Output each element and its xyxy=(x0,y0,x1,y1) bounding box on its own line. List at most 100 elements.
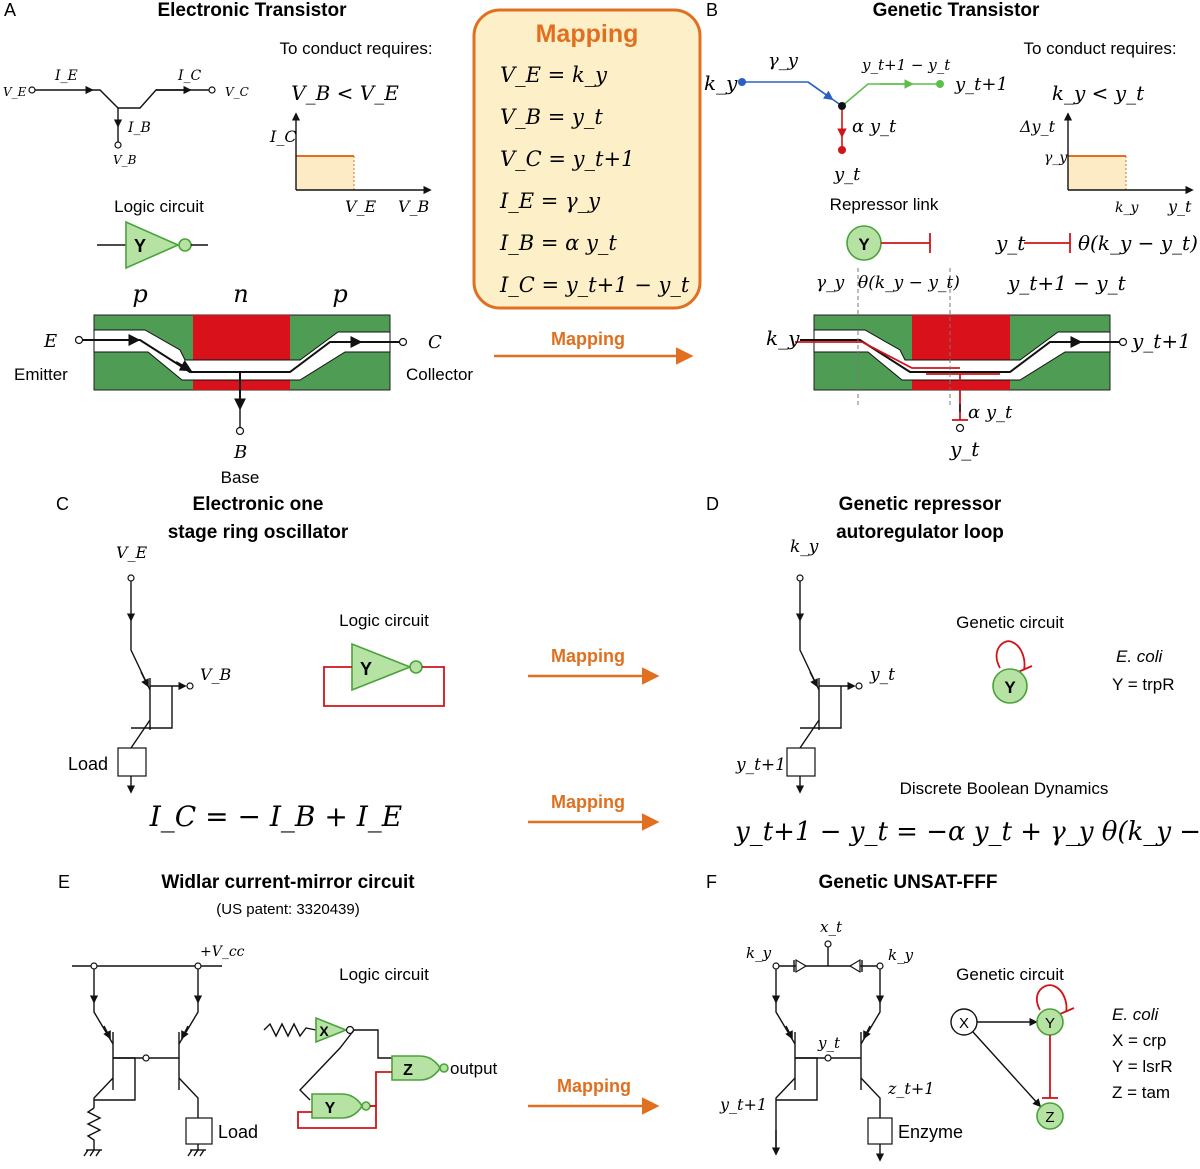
d-equation: y_t+1 − y_t = −α y_t + γ_y θ(k_y − y_t) xyxy=(734,817,1200,847)
mapping-row-5: I_B = α y_t xyxy=(499,231,617,255)
panel-c-title-2: stage ring oscillator xyxy=(168,522,349,543)
f-organism: E. coli xyxy=(1112,1005,1160,1024)
c-ve: V_E xyxy=(116,543,148,562)
schematic-diff: y_t+1 − y_t xyxy=(861,56,951,74)
panel-c: C Electronic one stage ring oscillator V… xyxy=(56,494,660,833)
e-load: Load xyxy=(218,1122,258,1142)
repress-right: θ(k_y − y_t) xyxy=(1078,231,1198,255)
f-zt1: z_t+1 xyxy=(887,1079,934,1098)
panel-a-not-gate: Y xyxy=(97,220,208,270)
emitter-label: Emitter xyxy=(14,365,68,384)
panel-a-step-plot: I_C V_E V_B xyxy=(269,112,432,216)
schematic-ib: I_B xyxy=(127,120,151,136)
f-map-z: Z = tam xyxy=(1112,1083,1170,1102)
panel-a-condition: V_B < V_E xyxy=(291,81,399,105)
plot-a-ylabel: I_C xyxy=(269,127,297,146)
genetic-transistor-schematic: k_y γ_y y_t+1 − y_t y_t+1 α y_t y_t xyxy=(704,50,1008,185)
panel-b-step-plot: Δy_t γ_y k_y y_t xyxy=(1019,112,1194,216)
collector-label: Collector xyxy=(406,365,473,384)
schematic-ie: I_E xyxy=(54,68,78,84)
device-theta: θ(k_y − y_t) xyxy=(858,273,960,293)
e-output: output xyxy=(450,1059,498,1078)
terminal-b: B xyxy=(233,442,247,463)
panel-d: D Genetic repressor autoregulator loop k… xyxy=(706,494,1200,847)
genetic-device: γ_y θ(k_y − y_t) k_y y_t+1 α y_t y_t xyxy=(766,268,1191,461)
region-p2: p xyxy=(332,280,347,308)
repressor-label: Repressor link xyxy=(830,195,939,214)
e-gate-x: X xyxy=(319,1023,329,1039)
f-map-y: Y = lsrR xyxy=(1112,1057,1173,1076)
pnp-schematic: V_E V_C I_E I_C I_B V_B xyxy=(3,68,249,167)
panel-c-ring-gate: Y xyxy=(323,642,445,707)
d-dynamics-label: Discrete Boolean Dynamics xyxy=(900,779,1109,798)
panel-letter-e: E xyxy=(58,872,70,892)
plot-a-tick: V_E xyxy=(345,197,377,216)
mapping-arrow-label-c2: Mapping xyxy=(551,792,625,812)
panel-a-title: Electronic Transistor xyxy=(157,0,347,21)
mapping-box: Mapping V_E = k_y V_B = y_t V_C = y_t+1 … xyxy=(472,8,702,365)
panel-d-title-2: autoregulator loop xyxy=(836,522,1004,543)
repress-left: y_t xyxy=(995,231,1026,255)
mapping-row-1: V_E = k_y xyxy=(500,63,608,87)
mapping-title: Mapping xyxy=(536,20,639,48)
f-node-z: Z xyxy=(1045,1109,1054,1126)
schematic-gamma: γ_y xyxy=(768,50,799,71)
c-gate-letter: Y xyxy=(360,659,372,679)
ring-oscillator-schematic: V_E V_B Load xyxy=(68,543,232,794)
f-ky-right: k_y xyxy=(888,946,914,964)
schematic-yt: y_t xyxy=(833,164,861,185)
plot-fill xyxy=(296,156,354,190)
panel-e-title: Widlar current-mirror circuit xyxy=(161,872,415,893)
plot-b-level: γ_y xyxy=(1044,150,1068,166)
d-organism: E. coli xyxy=(1116,647,1164,666)
d-ky: k_y xyxy=(790,537,819,557)
plot-b-xlabel: y_t xyxy=(1167,197,1192,216)
repress-relation: y_t θ(k_y − y_t) y_t+1 − y_t xyxy=(995,231,1198,295)
f-map-x: X = crp xyxy=(1112,1031,1166,1050)
panel-d-title-1: Genetic repressor xyxy=(839,494,1002,515)
repressor-node: Y xyxy=(846,225,931,261)
device-yt: y_t xyxy=(949,437,980,461)
panel-b-condition: k_y < y_t xyxy=(1052,81,1145,105)
schematic-ic: I_C xyxy=(177,68,202,84)
mapping-row-3: V_C = y_t+1 xyxy=(500,147,634,171)
mapping-row-6: I_C = y_t+1 − y_t xyxy=(499,273,690,297)
mapping-arrow-label-top: Mapping xyxy=(551,329,625,349)
pnp-device: p n p E C B Emitter Collector Base xyxy=(14,280,473,487)
autoregulator-schematic: k_y y_t y_t+1 xyxy=(735,537,895,794)
d-gene-map: Y = trpR xyxy=(1112,675,1175,694)
panel-b-title: Genetic Transistor xyxy=(873,0,1040,21)
f-feedforward-network: X Y Z xyxy=(950,984,1075,1130)
mapping-arrow-label-e: Mapping xyxy=(557,1076,631,1096)
panel-e: E Widlar current-mirror circuit (US pate… xyxy=(58,872,660,1157)
e-logic-circuit: X Z output Y xyxy=(263,1016,498,1129)
panel-letter-f: F xyxy=(706,872,717,892)
schematic-vc: V_C xyxy=(225,85,249,99)
c-load: Load xyxy=(68,754,108,774)
schematic-vb: V_B xyxy=(113,153,137,167)
widlar-schematic: +V_cc Load xyxy=(72,944,258,1157)
unsat-fff-schematic: x_t k_y k_y y_t xyxy=(719,918,963,1162)
plot-b-ylabel: Δy_t xyxy=(1019,117,1056,136)
panel-a-conduct-heading: To conduct requires: xyxy=(279,39,432,58)
panel-a-logic-label: Logic circuit xyxy=(114,197,204,216)
panel-f: F Genetic UNSAT-FFF x_t k_y k_y y xyxy=(706,872,1173,1162)
d-yt: y_t xyxy=(869,665,895,685)
panel-b: B Genetic Transistor k_y γ_y y_t+1 − y_t… xyxy=(704,0,1198,461)
schematic-ky: k_y xyxy=(704,71,738,95)
d-yt1: y_t+1 xyxy=(735,755,786,775)
schematic-out: y_t+1 xyxy=(954,74,1008,95)
region-n: n xyxy=(233,280,248,308)
repress-bottom: y_t+1 − y_t xyxy=(1007,271,1127,295)
panel-c-title-1: Electronic one xyxy=(193,494,324,515)
panel-letter-c: C xyxy=(56,494,69,514)
terminal-c: C xyxy=(428,332,442,353)
mapping-row-2: V_B = y_t xyxy=(500,105,603,129)
plot-a-xlabel: V_B xyxy=(398,197,430,216)
panel-letter-b: B xyxy=(706,0,718,20)
e-gate-z: Z xyxy=(403,1062,413,1079)
device-ky: k_y xyxy=(766,326,800,350)
c-vb: V_B xyxy=(200,665,232,684)
schematic-alpha: α y_t xyxy=(852,116,897,137)
panel-letter-d: D xyxy=(706,494,719,514)
